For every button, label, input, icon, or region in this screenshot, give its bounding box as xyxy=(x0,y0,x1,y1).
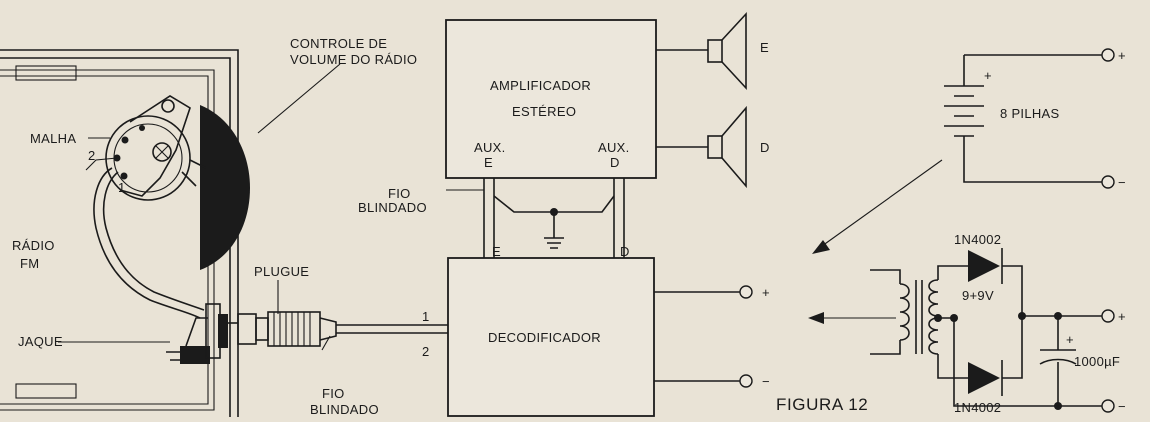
cabinet-slot-bottom xyxy=(15,383,77,399)
label-radio-2: FM xyxy=(20,256,39,271)
battery xyxy=(944,48,1115,189)
label-wire-2: 2 xyxy=(422,344,430,359)
plug-to-decoder-cable xyxy=(336,324,448,334)
volume-knob xyxy=(200,105,250,270)
label-cap-plus: + xyxy=(1066,332,1074,347)
label-num-2-left: 2 xyxy=(88,148,96,163)
label-plugue: PLUGUE xyxy=(254,264,309,279)
amp-decoder-wiring xyxy=(446,178,625,258)
label-jaque: JAQUE xyxy=(18,334,63,349)
label-diode-top: 1N4002 xyxy=(954,232,1001,247)
label-fio-bottom-1: FIO xyxy=(322,386,345,401)
label-controle-2: VOLUME DO RÁDIO xyxy=(290,52,417,67)
label-batt-out-minus: − xyxy=(1118,175,1126,190)
label-dec-minus: − xyxy=(762,374,770,389)
label-num-1-left: 1 xyxy=(118,180,126,195)
label-batt-out-plus: + xyxy=(1118,48,1126,63)
plug xyxy=(228,311,337,347)
label-aux-e-1: AUX. xyxy=(474,140,506,155)
fio-bottom-pointer xyxy=(321,335,331,351)
label-dec-plus: + xyxy=(762,285,770,300)
label-aux-e-2: E xyxy=(484,155,493,170)
label-aux-d-2: D xyxy=(610,155,620,170)
cabinet-slot-top xyxy=(15,65,77,81)
power-supply xyxy=(808,248,1115,413)
label-psu-minus: − xyxy=(1118,399,1126,414)
amplifier-box xyxy=(445,19,657,179)
decoder-box xyxy=(447,257,655,417)
label-aux-d-1: AUX. xyxy=(598,140,630,155)
jack xyxy=(166,303,228,364)
volume-potentiometer xyxy=(105,95,207,201)
label-fio-top-1: FIO xyxy=(388,186,411,201)
speaker-d xyxy=(656,105,747,189)
decoder-title: DECODIFICADOR xyxy=(488,330,601,345)
label-malha: MALHA xyxy=(30,131,76,146)
label-diode-bottom: 1N4002 xyxy=(954,400,1001,415)
label-psu-plus: + xyxy=(1118,309,1126,324)
amp-title-2: ESTÉREO xyxy=(512,104,576,119)
label-battery-plus: + xyxy=(984,68,992,83)
label-fio-top-2: BLINDADO xyxy=(358,200,427,215)
figure-caption: FIGURA 12 xyxy=(776,395,868,414)
controle-pointer xyxy=(257,63,341,134)
label-wire-1: 1 xyxy=(422,309,430,324)
amp-title-1: AMPLIFICADOR xyxy=(490,78,591,93)
label-cap: 1000µF xyxy=(1074,354,1120,369)
decoder-outputs xyxy=(654,285,753,388)
pot-to-jack-cable xyxy=(85,157,205,319)
label-dec-d: D xyxy=(620,244,630,259)
label-pilhas: 8 PILHAS xyxy=(1000,106,1060,121)
label-controle-1: CONTROLE DE xyxy=(290,36,387,51)
label-speaker-d: D xyxy=(760,140,770,155)
label-speaker-e: E xyxy=(760,40,769,55)
label-radio-1: RÁDIO xyxy=(12,238,55,253)
label-dec-e: E xyxy=(492,244,501,259)
label-trafo: 9+9V xyxy=(962,288,994,303)
label-fio-bottom-2: BLINDADO xyxy=(310,402,379,417)
speaker-e xyxy=(656,11,747,91)
substitution-arrow xyxy=(812,159,943,254)
